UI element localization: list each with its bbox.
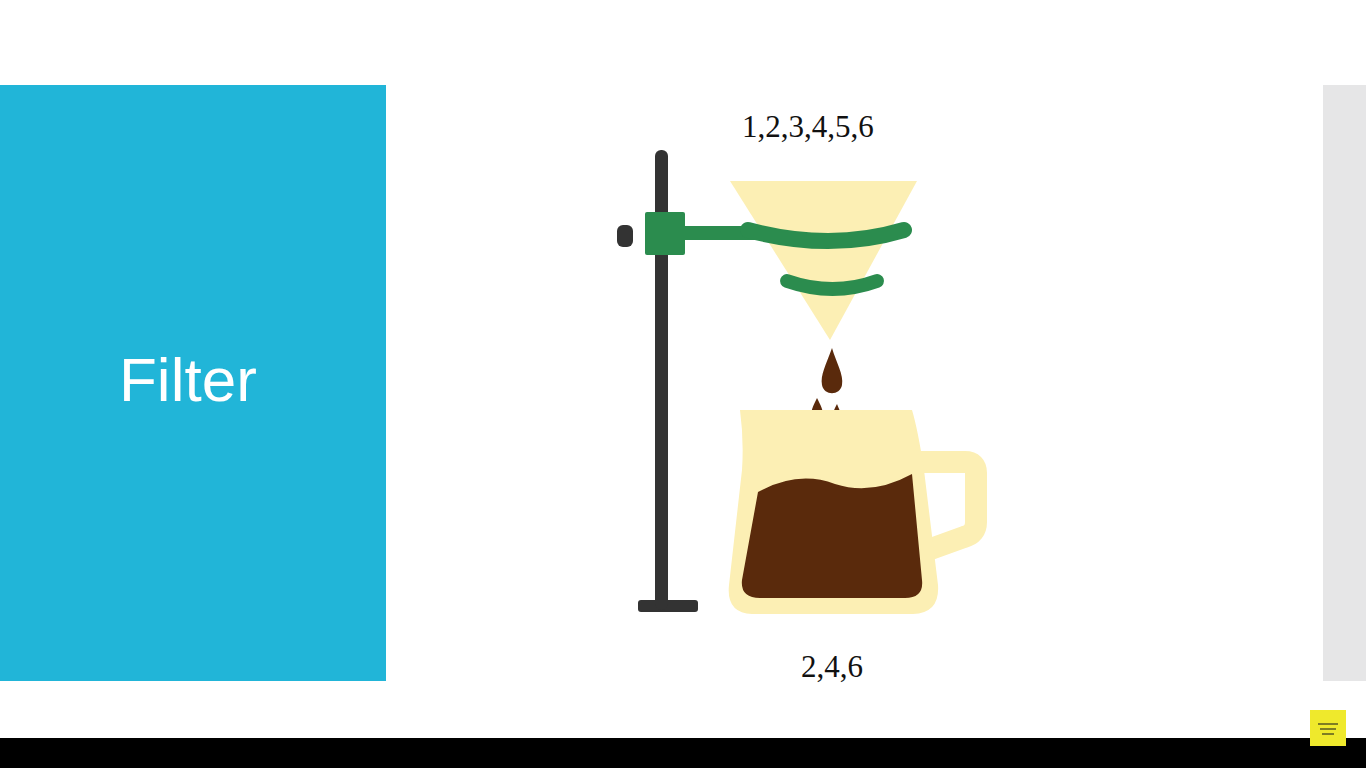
bottom-bar xyxy=(0,738,1366,768)
coffee-drop xyxy=(822,348,843,393)
clamp xyxy=(645,212,685,255)
coffee-pot xyxy=(729,410,938,614)
funnel-ring xyxy=(787,281,877,289)
logo-mark xyxy=(1318,724,1338,734)
side-strip xyxy=(1323,85,1366,681)
slide-title: Filter xyxy=(119,346,257,414)
clamp-knob xyxy=(617,225,633,247)
set-label: 1,2,3,4,5,6 xyxy=(742,110,874,144)
brewed-coffee xyxy=(742,474,922,598)
logo-badge xyxy=(1310,710,1346,746)
filter-funnel xyxy=(730,181,917,340)
set-label: 2,4,6 xyxy=(801,650,863,684)
funnel-ring xyxy=(748,230,904,241)
